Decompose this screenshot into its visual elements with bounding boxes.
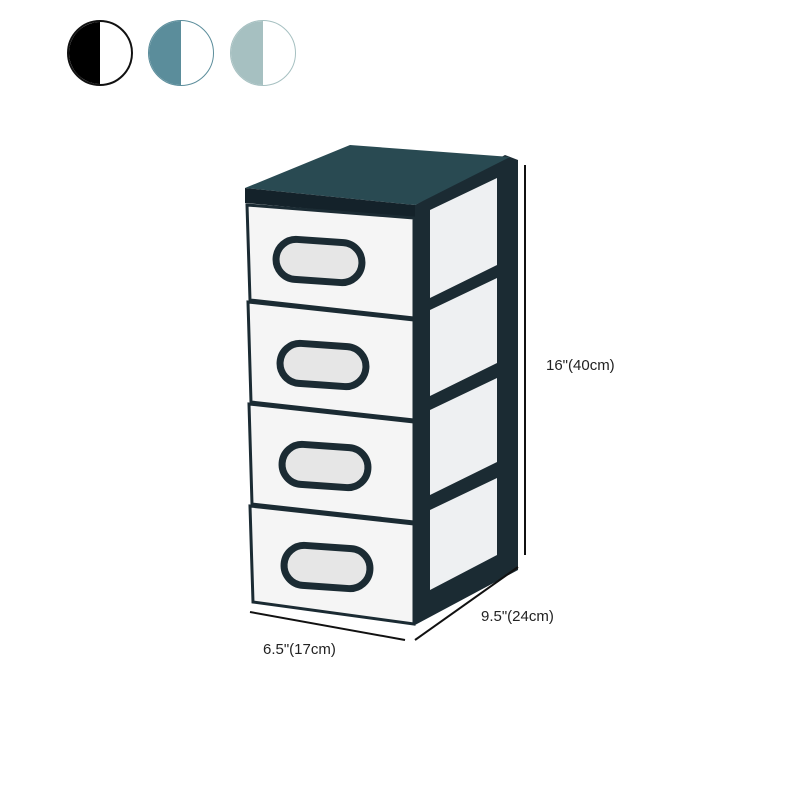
drawer-4 <box>248 504 416 626</box>
cabinet-top <box>245 145 510 205</box>
swatch-fill <box>149 21 181 85</box>
height-label: 16"(40cm) <box>546 357 615 374</box>
drawer-1 <box>245 203 416 320</box>
color-swatch-teal[interactable] <box>148 20 214 86</box>
drawer-2 <box>246 300 416 422</box>
depth-label: 9.5"(24cm) <box>481 608 554 625</box>
swatch-fill <box>231 21 263 85</box>
drawer-3 <box>247 402 416 524</box>
color-swatch-sage[interactable] <box>230 20 296 86</box>
swatch-fill <box>69 22 100 84</box>
width-dimension-line <box>249 611 406 641</box>
color-swatch-black[interactable] <box>67 20 133 86</box>
width-label: 6.5"(17cm) <box>263 641 336 658</box>
depth-dimension-line <box>414 566 519 641</box>
